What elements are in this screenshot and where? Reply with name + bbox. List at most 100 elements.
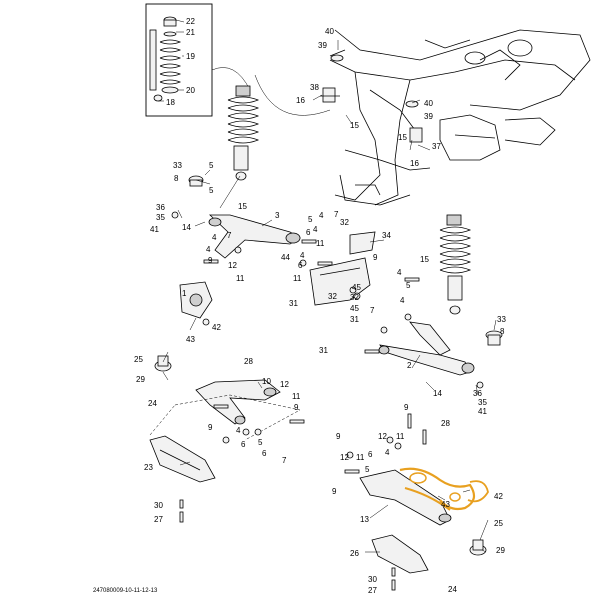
callout-15: 15 [350,121,359,130]
callout-26: 26 [350,549,359,558]
callout-35: 35 [156,213,165,222]
callout-31: 31 [350,315,359,324]
callout-32: 32 [328,292,337,301]
diagram-code: 247080009-10-11-12-13 [93,588,158,594]
callout-40: 40 [424,99,433,108]
callout-5: 5 [209,186,214,195]
callout-16: 16 [410,159,419,168]
callout-39: 39 [424,112,433,121]
leader-lines [162,40,497,553]
callout-28: 28 [441,419,450,428]
callout-5: 5 [308,215,313,224]
lower-arm-right-13 [359,469,452,526]
callout-8: 8 [500,327,505,336]
right-shock-absorber [439,214,472,315]
callout-35: 35 [478,398,487,407]
center-support-bracket [309,231,376,306]
callout-7: 7 [227,231,232,240]
callout-33: 33 [497,315,506,324]
frame-assembly [329,29,591,206]
callout-labels: 22 21 19 20 18 40 39 38 16 15 40 39 37 1… [134,17,506,595]
callout-20: 20 [186,86,195,95]
callout-28: 28 [244,357,253,366]
callout-9: 9 [208,256,213,265]
callout-6: 6 [262,449,267,458]
callout-22: 22 [186,17,195,26]
callout-9: 9 [208,423,213,432]
callout-41: 41 [150,225,159,234]
callout-15: 15 [238,202,247,211]
callout-11: 11 [356,453,365,462]
callout-34: 34 [382,231,391,240]
callout-36: 36 [156,203,165,212]
callout-14: 14 [433,389,442,398]
callout-30: 30 [368,575,377,584]
callout-7: 7 [370,306,375,315]
callout-30: 30 [154,501,163,510]
callout-12: 12 [280,380,289,389]
callout-9: 9 [332,487,337,496]
callout-27: 27 [154,515,163,524]
callout-33: 33 [173,161,182,170]
callout-11: 11 [396,432,405,441]
shock-detail-inset [145,3,213,117]
callout-42: 42 [212,323,221,332]
callout-45: 45 [350,304,359,313]
callout-43: 43 [186,335,195,344]
callout-19: 19 [186,52,195,61]
callout-11: 11 [236,274,245,283]
callout-4: 4 [397,268,402,277]
callout-45: 45 [352,283,361,292]
callout-16: 16 [296,96,305,105]
callout-11: 11 [293,274,302,283]
callout-5: 5 [406,281,411,290]
hardware [171,211,484,591]
callout-3: 3 [275,211,280,220]
callout-25: 25 [494,519,503,528]
callout-9: 9 [336,432,341,441]
callout-4: 4 [212,233,217,242]
callout-6: 6 [306,228,311,237]
callout-2: 2 [407,361,412,370]
lower-a-arm-right [378,321,475,376]
callout-44: 44 [281,253,290,262]
callout-38: 38 [310,83,319,92]
callout-39: 39 [318,41,327,50]
callout-25: 25 [134,355,143,364]
callout-5: 5 [365,465,370,474]
lower-arm-left [195,379,281,425]
callout-5: 5 [209,161,214,170]
callout-37: 37 [432,142,441,151]
callout-40: 40 [325,27,334,36]
callout-41: 41 [478,407,487,416]
callout-9: 9 [294,403,299,412]
callout-15: 15 [398,133,407,142]
callout-4: 4 [400,296,405,305]
callout-32: 32 [340,218,349,227]
upper-a-arm-left [208,214,301,259]
callout-8: 8 [174,174,179,183]
callout-31: 31 [319,346,328,355]
callout-4: 4 [206,245,211,254]
callout-21: 21 [186,28,195,37]
callout-6: 6 [241,440,246,449]
callout-31: 31 [289,299,298,308]
callout-13: 13 [360,515,369,524]
knuckle-left [179,281,213,319]
callout-6: 6 [298,261,303,270]
callout-4: 4 [313,225,318,234]
callout-6: 6 [368,450,373,459]
callout-12: 12 [378,432,387,441]
highlighted-knuckle-assembly [399,467,489,511]
callout-7: 7 [334,210,339,219]
callout-32: 32 [350,293,359,302]
callout-11: 11 [316,239,325,248]
callout-27: 27 [368,586,377,595]
callout-14: 14 [182,223,191,232]
callout-24: 24 [448,585,457,594]
callout-12: 12 [228,261,237,270]
callout-4: 4 [300,251,305,260]
shock-mount-bracket-38 [320,87,340,103]
callout-5: 5 [258,438,263,447]
